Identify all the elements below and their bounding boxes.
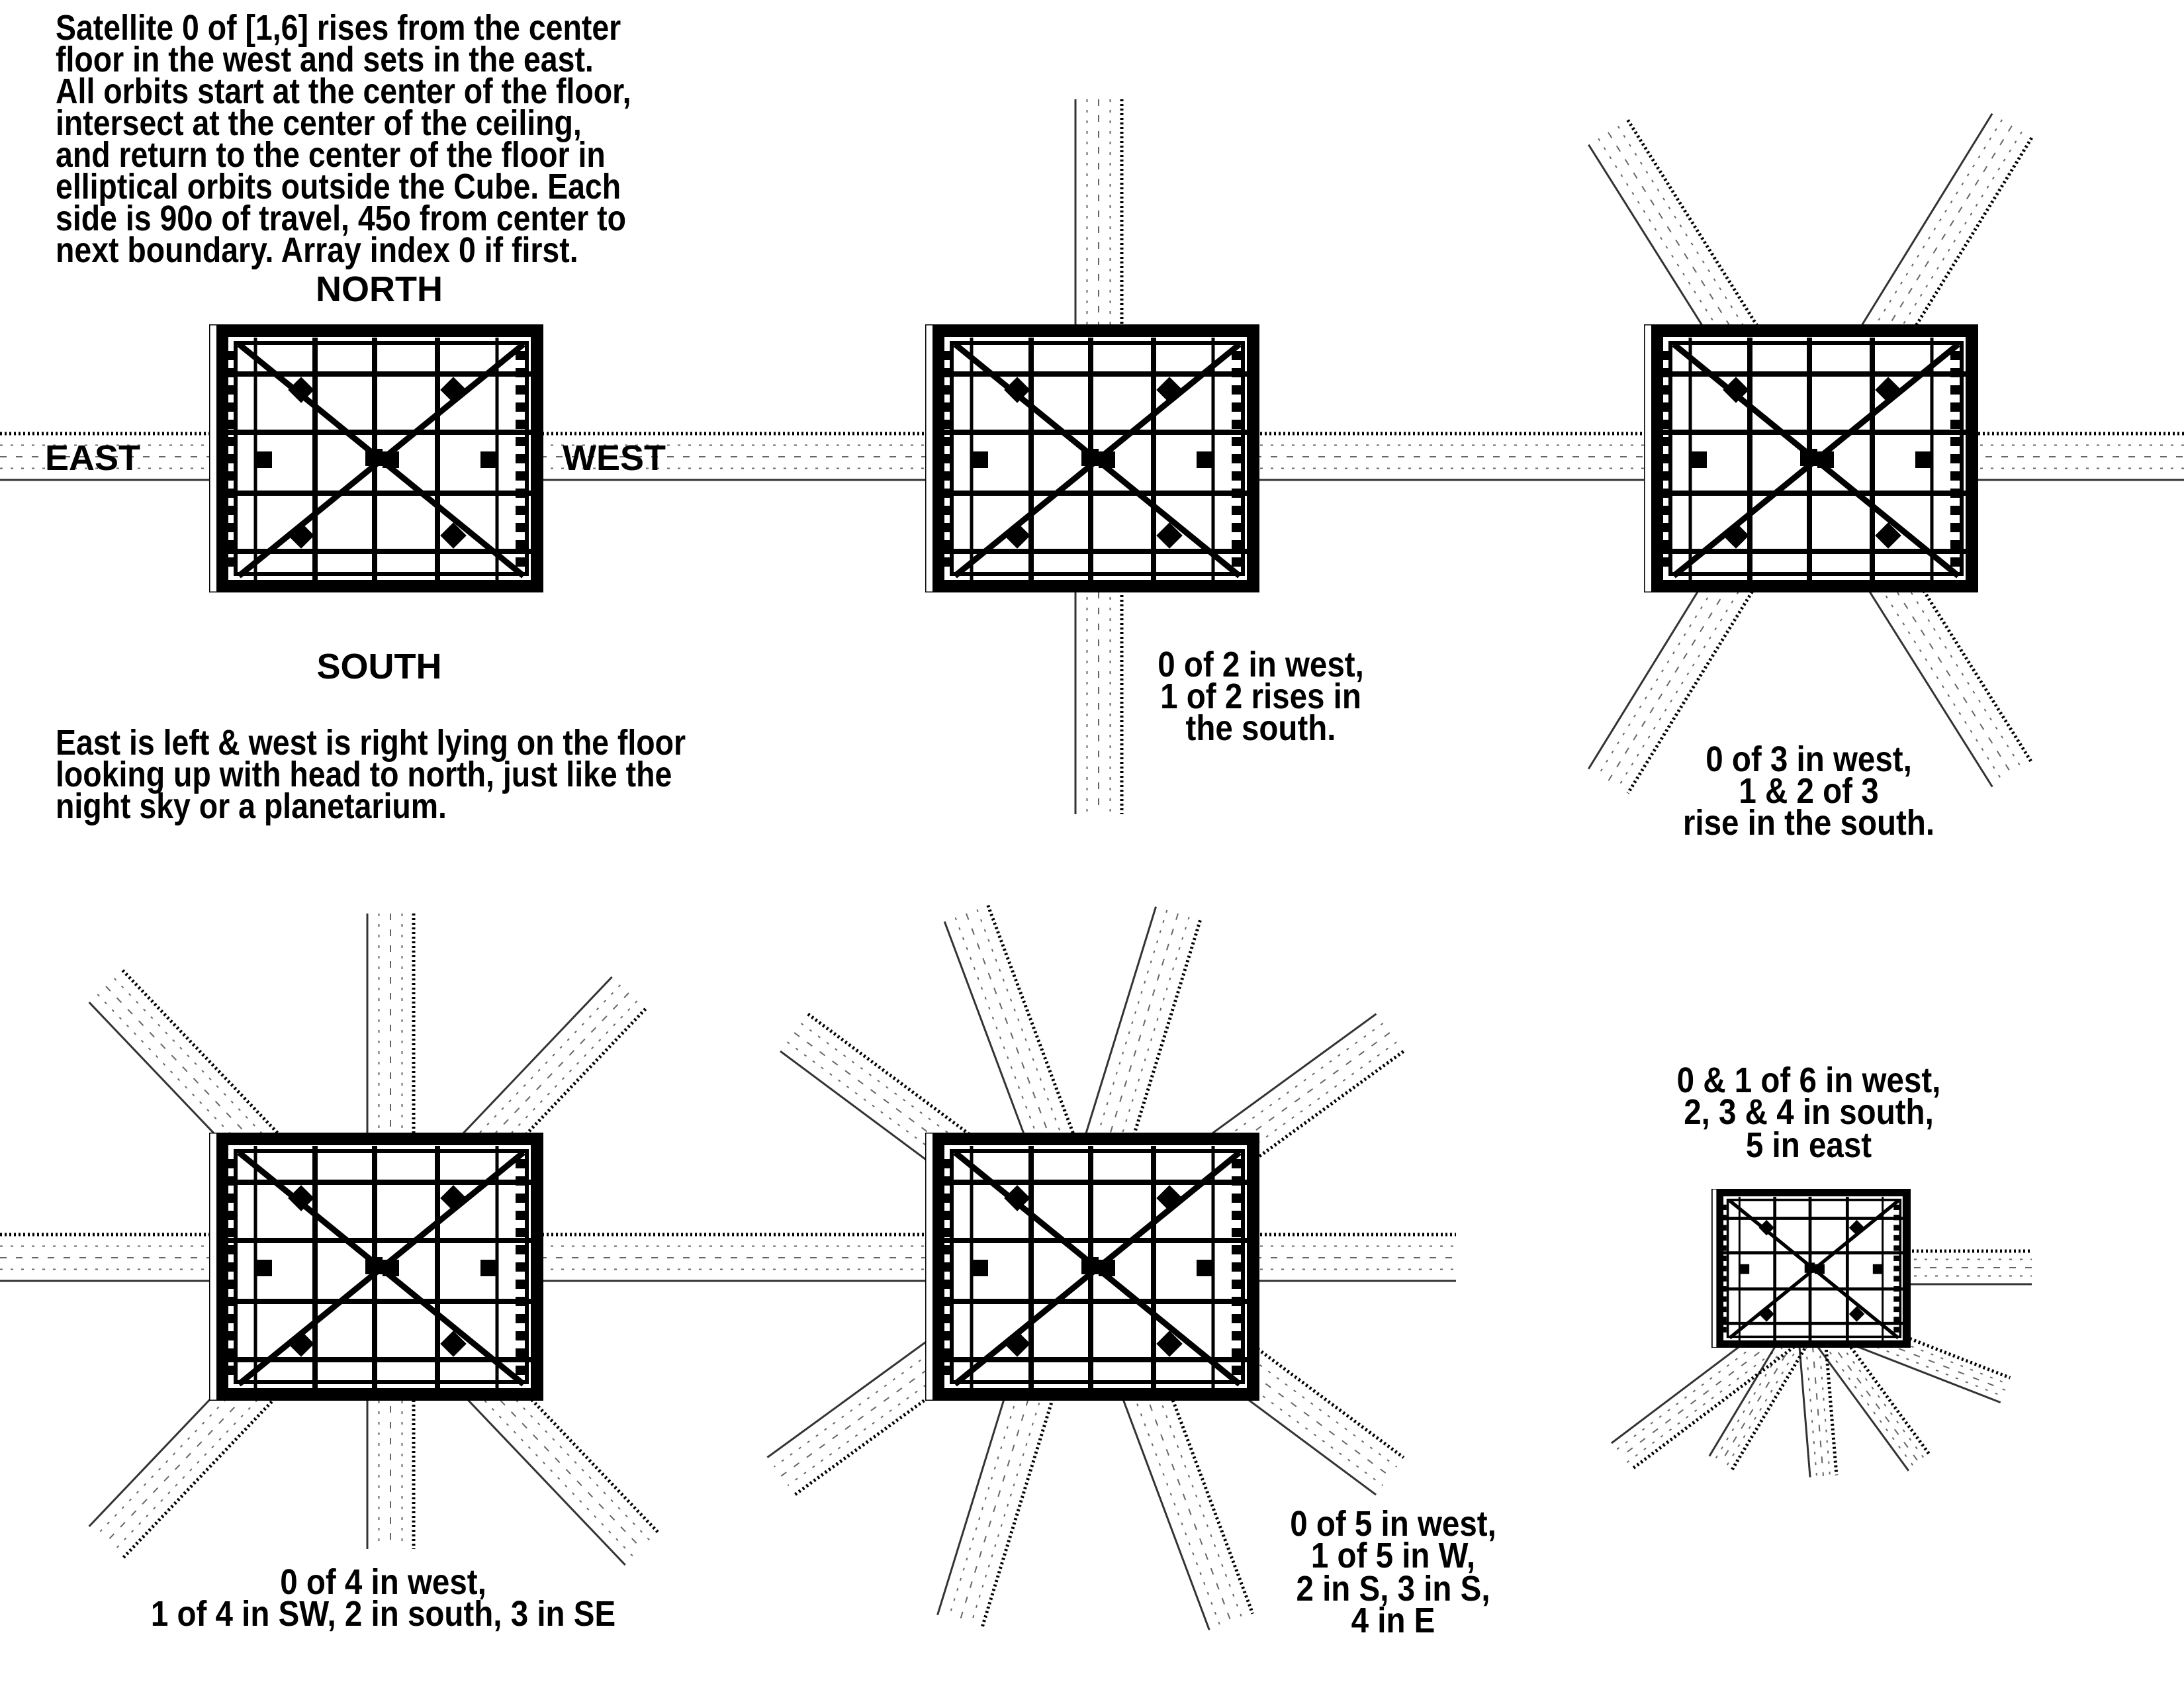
caption-line: 0 of 5 in west, [1290,1503,1496,1544]
cube-diagram-six [1712,1189,1910,1348]
intro-line: side is 90o of travel, 45o from center t… [56,198,626,238]
caption-line: 2, 3 & 4 in south, [1684,1092,1934,1132]
orbit-track-line [1625,1320,1816,1464]
orbit-track-line [1821,1313,1839,1476]
orbit-track-line [1819,1305,1932,1456]
orbit-track-line [1615,1307,1806,1450]
orbit-track-line [1725,1317,1817,1467]
note-line: East is left & west is right lying on th… [56,722,686,763]
orbit-track-line [97,994,635,1558]
orbit-track-line [1617,131,2023,788]
intro-line: All orbits start at the center of the fl… [56,71,631,111]
caption-line: 1 & 2 of 3 [1739,771,1878,811]
intro-line: next boundary. Array index 0 if first. [56,230,578,270]
caption-two: 0 of 2 in west, 1 of 2 rises in the sout… [1158,644,1364,748]
orientation-note: East is left & west is right lying on th… [56,722,686,826]
caption-line: 1 of 5 in W, [1311,1535,1475,1575]
east-label: EAST [45,438,140,478]
orbit-track-line [1714,1310,1805,1460]
intro-line: intersect at the center of the ceiling, [56,103,582,143]
caption-line: rise in the south. [1683,802,1934,843]
west-label: WEST [563,438,666,478]
cube-diagram-five [925,1133,1259,1401]
caption-line: 0 of 4 in west, [280,1562,486,1602]
intro-line: Satellite 0 of [1,6] rises from the cent… [56,7,621,48]
orbit-track-line [1630,1325,1821,1471]
orbit-track-line [1598,119,2003,776]
orbit-track-line [113,978,651,1542]
orbit-track-line [986,904,1255,1615]
caption-line: 2 in S, 3 in S, [1296,1568,1490,1609]
orbit-track-line [121,1008,647,1560]
caption-line: 0 of 3 in west, [1706,739,1912,779]
south-label: SOUTH [317,647,442,686]
caption-line: 1 of 2 rises in [1160,676,1361,716]
caption-three: 0 of 3 in west, 1 & 2 of 3 rise in the s… [1683,739,1934,843]
caption-six: 0 & 1 of 6 in west, 2, 3 & 4 in south, 5… [1677,1060,1941,1165]
intro-line: floor in the west and sets in the east. [56,39,594,79]
caption-four: 0 of 4 in west, 1 of 4 in SW, 2 in south… [151,1562,615,1634]
orbit-track-line [980,919,1202,1630]
north-label: NORTH [316,269,443,309]
caption-line: 4 in E [1351,1600,1435,1640]
intro-line: and return to the center of the floor in [56,134,606,175]
cube-diagram-four [209,1133,543,1401]
intro-paragraph: Satellite 0 of [1,6] rises from the cent… [56,7,631,270]
orbit-track-line [105,986,643,1550]
caption-line: 0 of 2 in west, [1158,644,1364,684]
cube-diagram-two [925,324,1259,592]
caption-five: 0 of 5 in west, 1 of 5 in W, 2 in S, 3 i… [1290,1503,1496,1640]
note-line: looking up with head to north, just like… [56,754,672,794]
orbit-track-line [1720,1313,1811,1464]
orbit-track-line [1809,1313,1824,1477]
caption-line: 1 of 4 in SW, 2 in south, 3 in SE [151,1593,615,1634]
intro-line: elliptical orbits outside the Cube. Each [56,166,621,207]
orbit-track-line [1621,1313,1811,1457]
orbit-track-line [1626,119,2033,763]
caption-line: 0 & 1 of 6 in west, [1677,1060,1941,1100]
caption-line: the south. [1185,708,1336,748]
cube-diagram-three [1644,324,1978,592]
cube-diagram-one [209,324,543,592]
caption-line: 5 in east [1746,1125,1872,1165]
note-line: night sky or a planetarium. [56,786,447,826]
